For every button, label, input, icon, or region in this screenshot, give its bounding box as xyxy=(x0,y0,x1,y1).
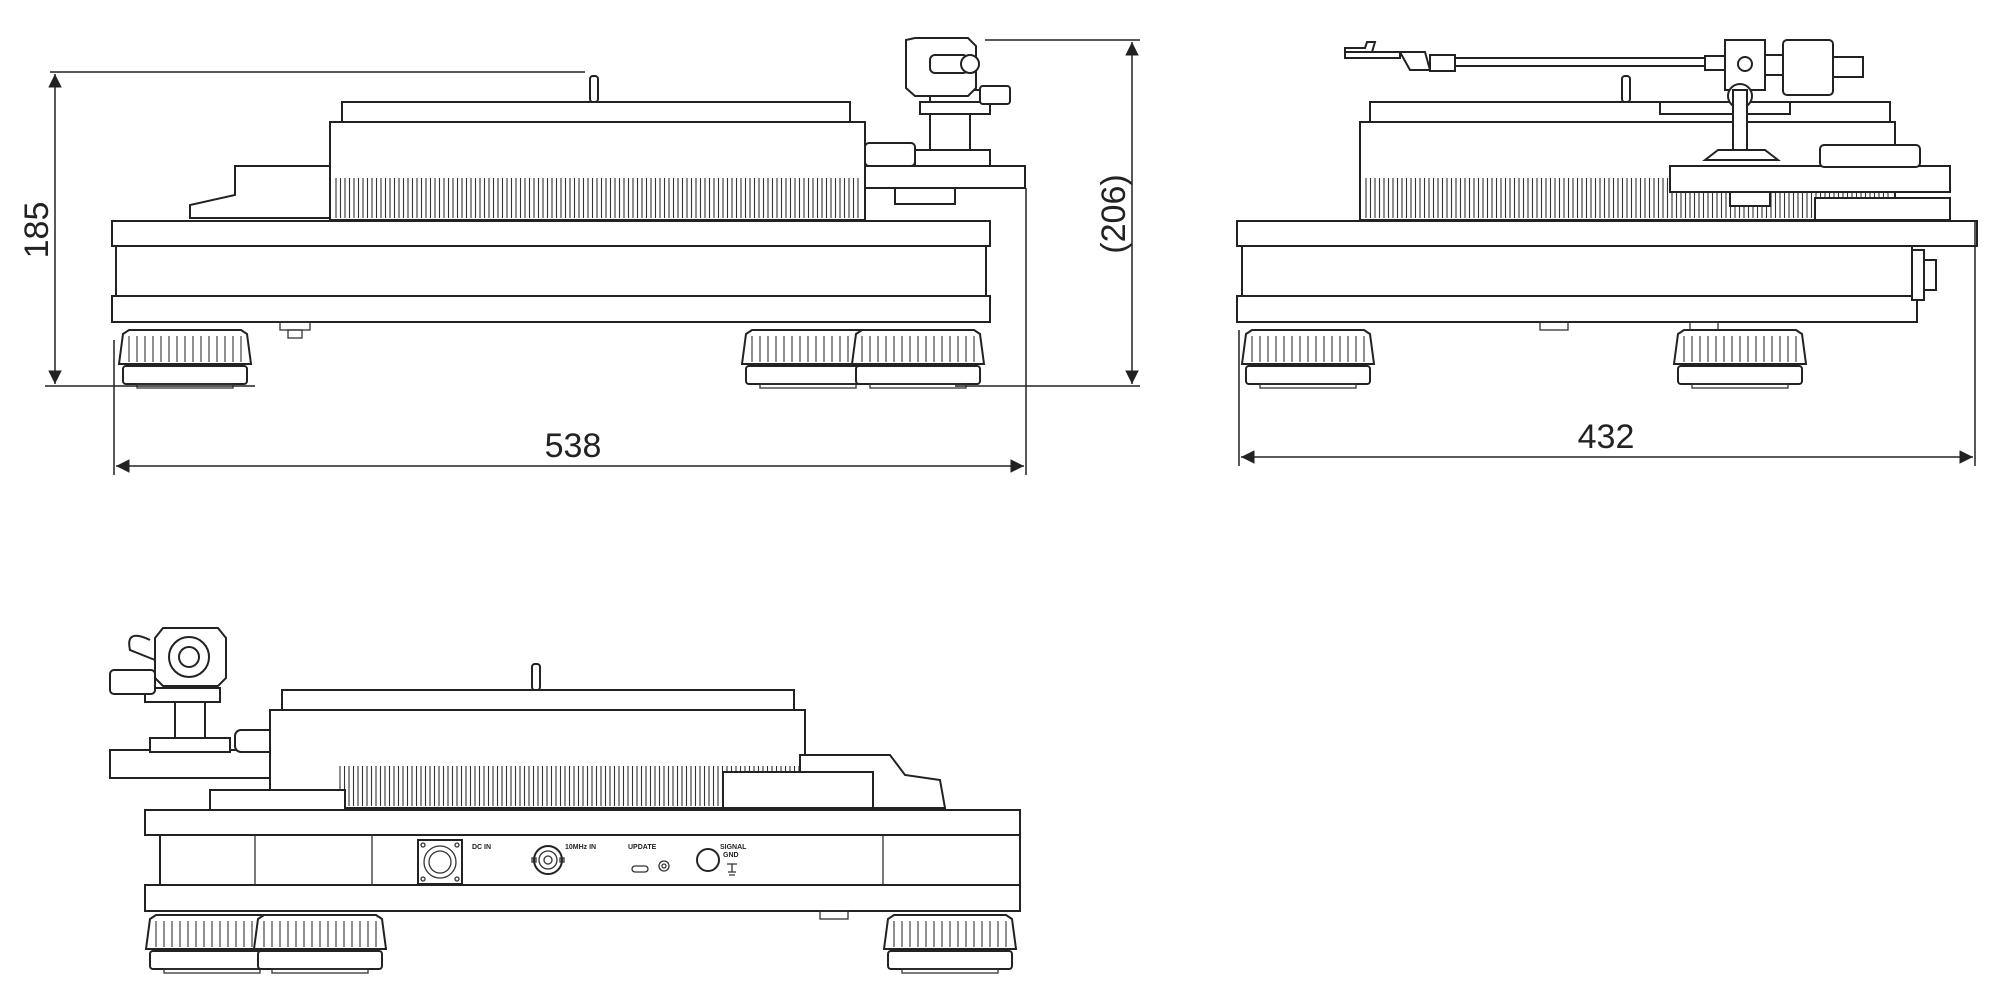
foot-pad xyxy=(1245,365,1371,385)
foot-pad xyxy=(1677,365,1803,385)
foot-pad xyxy=(887,950,1013,970)
height-dimension-label: 185 xyxy=(18,202,56,259)
side-view: 432 xyxy=(1236,39,1978,466)
10mhz-in-label: 10MHz IN xyxy=(565,844,596,851)
foot-base xyxy=(271,968,369,974)
foot-base xyxy=(901,968,999,974)
foot-base xyxy=(1259,383,1357,389)
foot-pad xyxy=(855,365,981,385)
foot-pad xyxy=(122,365,248,385)
foot-pad xyxy=(257,950,383,970)
platter-knurl-rear xyxy=(339,766,800,806)
side-feet xyxy=(1240,329,1808,389)
total-height-dimension-label: (206) xyxy=(1095,174,1133,253)
signal-gnd-label-line2: GND xyxy=(723,852,739,859)
foot-base xyxy=(869,383,967,389)
width-dimension-label: 538 xyxy=(545,427,602,465)
foot-pad xyxy=(745,365,871,385)
front-feet xyxy=(117,329,986,389)
foot-base xyxy=(759,383,857,389)
foot-base xyxy=(1691,383,1789,389)
foot-pad xyxy=(149,950,275,970)
platter-knurl-front xyxy=(335,178,859,218)
update-label: UPDATE xyxy=(628,844,657,851)
front-view: 185 (206) 538 xyxy=(18,37,1140,475)
depth-dimension-label: 432 xyxy=(1578,418,1635,456)
rear-view: DC IN 10MHz IN UPDATE SIGNAL GND xyxy=(109,627,1021,974)
foot-base xyxy=(163,968,261,974)
dc-in-label: DC IN xyxy=(472,844,491,851)
signal-gnd-label-line1: SIGNAL xyxy=(720,844,747,851)
rear-feet xyxy=(144,914,1018,974)
